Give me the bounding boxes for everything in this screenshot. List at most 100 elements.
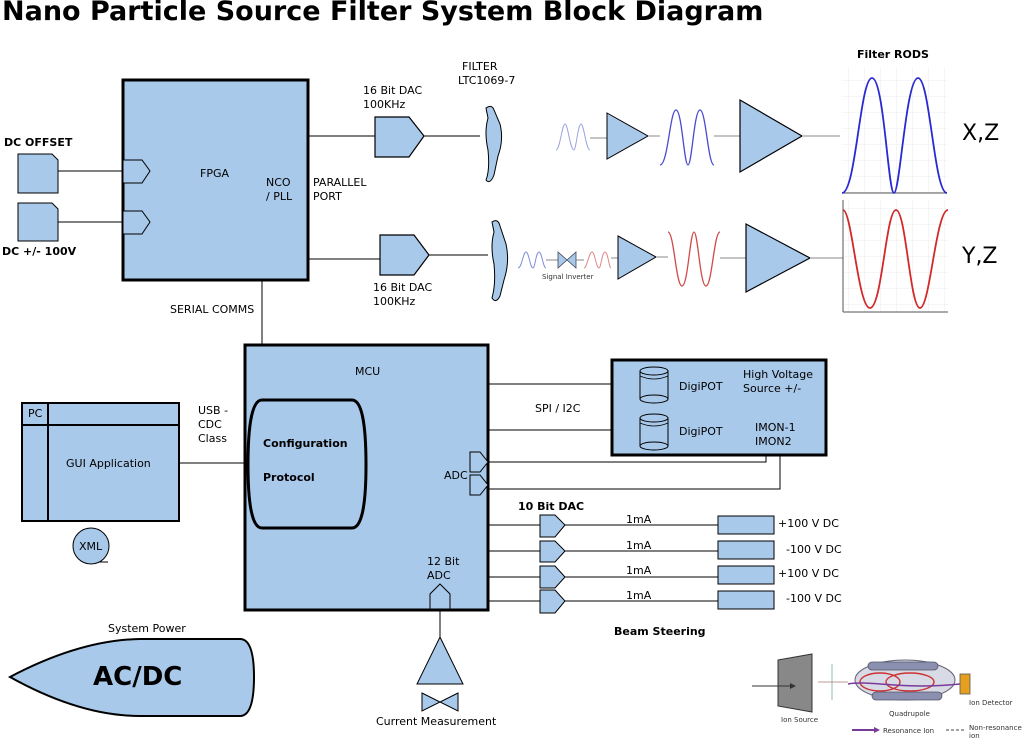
- adc-label: ADC: [444, 469, 468, 482]
- mcu-label: MCU: [355, 365, 381, 378]
- quadrupole-label: Quadrupole: [889, 710, 930, 718]
- hv-label-1: High Voltage: [743, 368, 814, 381]
- parallel-label: PARALLEL: [313, 176, 367, 189]
- acdc-shape: [7, 638, 256, 717]
- hv-label-2: Source +/-: [743, 382, 802, 395]
- amp-small-bottom: [617, 235, 658, 280]
- filter-label-1: FILTER: [462, 60, 498, 73]
- non-resonance-label-1: Non-resonance: [969, 724, 1022, 732]
- current-measurement-label: Current Measurement: [376, 715, 497, 728]
- ma-label-3: 1mA: [626, 564, 652, 577]
- wave-yz: [842, 209, 949, 309]
- fpga-port-dc-range: [122, 210, 151, 235]
- dac-top-label-1: 16 Bit DAC: [363, 84, 423, 97]
- yz-label: Y,Z: [962, 244, 998, 269]
- spi-i2c-label: SPI / I2C: [535, 402, 581, 415]
- resonance-ion-label: Resonance Ion: [883, 727, 935, 735]
- imon-label-2: IMON2: [755, 435, 792, 448]
- fpga-port-dc-offset: [122, 159, 151, 184]
- filter-rods-label: Filter RODS: [857, 48, 929, 61]
- ion-detector-label: Ion Detector: [969, 699, 1013, 707]
- dac-top: [374, 116, 425, 158]
- filter-top: [485, 105, 503, 183]
- rods-plot-bottom: [843, 200, 948, 312]
- signal-inverter-symbol: [557, 251, 568, 269]
- dac-top-label-2: 100KHz: [363, 98, 406, 111]
- dac10-3: [539, 565, 566, 589]
- ion-source-label: Ion Source: [781, 716, 819, 724]
- filter-label-2: LTC1069-7: [458, 74, 516, 87]
- config-protocol-capsule: [246, 398, 368, 530]
- current-sense-symbol: [421, 692, 442, 712]
- beam-steering-label: Beam Steering: [614, 625, 706, 638]
- mcu-adc12-port: [429, 583, 451, 610]
- ma-label-2: 1mA: [626, 539, 652, 552]
- dac-bottom: [379, 234, 430, 276]
- acdc-label: AC/DC: [93, 662, 183, 692]
- ma-label-1: 1mA: [626, 513, 652, 526]
- small-pulses-top: [555, 123, 591, 151]
- dc-offset-block: [17, 153, 59, 194]
- dc-offset-label: DC OFFSET: [4, 136, 73, 149]
- imon-label-1: IMON-1: [755, 421, 796, 434]
- xml-circle: [72, 527, 110, 565]
- v-label-3: +100 V DC: [778, 567, 839, 580]
- digipot-label-1: DigiPOT: [679, 380, 723, 393]
- amp-large-bottom: [745, 223, 812, 293]
- dac10-1: [539, 514, 566, 538]
- ma-label-4: 1mA: [626, 589, 652, 602]
- dac10-2: [539, 540, 566, 563]
- dc-range-block: [17, 202, 59, 242]
- usb-label-3: Class: [198, 432, 227, 445]
- fpga-block: [121, 78, 310, 282]
- dac-bottom-label-2: 100KHz: [373, 295, 416, 308]
- serial-comms-label: SERIAL COMMS: [170, 303, 255, 316]
- adc12-label-2: ADC: [427, 569, 451, 582]
- digipot-cylinder-2: [639, 413, 669, 451]
- protocol-label: Protocol: [263, 471, 315, 484]
- dac10-label: 10 Bit DAC: [518, 500, 585, 513]
- xz-label: X,Z: [962, 121, 1000, 146]
- pll-label: / PLL: [266, 190, 293, 203]
- v-label-1: +100 V DC: [778, 517, 839, 530]
- nco-label: NCO: [266, 176, 291, 189]
- dac-bottom-label-1: 16 Bit DAC: [373, 281, 433, 294]
- v-label-2: -100 V DC: [786, 543, 842, 556]
- mcu-adc-port-2: [469, 474, 489, 496]
- digipot-cylinder-1: [639, 366, 669, 404]
- fpga-label: FPGA: [200, 167, 230, 180]
- med-pulses-top: [659, 109, 715, 166]
- pc-label: PC: [28, 407, 43, 420]
- hv-out-3: [717, 565, 775, 585]
- dc-range-label: DC +/- 100V: [2, 245, 77, 258]
- hv-out-2: [717, 540, 775, 560]
- adc12-label-1: 12 Bit: [427, 555, 460, 568]
- med-pulses-bottom: [667, 231, 721, 287]
- digipot-label-2: DigiPOT: [679, 425, 723, 438]
- small-pulses-bottom: [517, 251, 612, 269]
- wave-xz: [841, 77, 948, 194]
- amp-large-top: [739, 98, 804, 174]
- hv-out-1: [717, 515, 775, 535]
- gui-app-label: GUI Application: [66, 457, 151, 470]
- mcu-adc-port-1: [469, 451, 489, 473]
- system-power-label: System Power: [108, 622, 186, 635]
- rods-plot-top: [842, 68, 947, 193]
- filter-bottom: [491, 220, 509, 302]
- signal-inverter-label: Signal Inverter: [542, 273, 594, 281]
- diagram-title: Nano Particle Source Filter System Block…: [2, 0, 764, 27]
- dac10-4: [539, 589, 566, 614]
- usb-label-1: USB -: [198, 404, 229, 417]
- port-label: PORT: [313, 190, 342, 203]
- ion-illustration: [752, 653, 971, 733]
- v-label-4: -100 V DC: [786, 592, 842, 605]
- hv-out-4: [717, 590, 775, 610]
- amp-small-top: [606, 112, 650, 160]
- usb-label-2: CDC: [198, 418, 222, 431]
- xml-label: XML: [79, 540, 103, 553]
- current-measurement-amp: [416, 635, 464, 685]
- non-resonance-label-2: ion: [969, 732, 980, 740]
- config-label: Configuration: [263, 437, 348, 450]
